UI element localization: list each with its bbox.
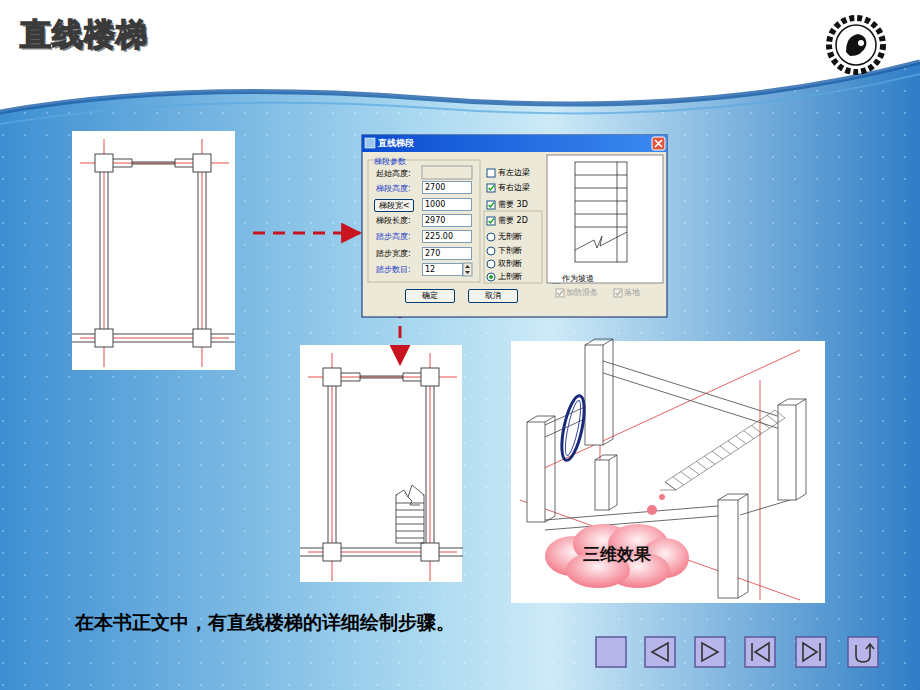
dialog-label: 双剖断 xyxy=(498,259,522,269)
callout-dot xyxy=(647,505,657,515)
input-field: 2700 xyxy=(422,181,472,194)
dialog-label: 踏步宽度: xyxy=(376,249,411,259)
dialog-label: 需要 3D xyxy=(498,200,528,210)
floor-plan xyxy=(300,353,463,581)
floor-plan xyxy=(72,139,235,367)
plan-image xyxy=(300,345,462,582)
input-field: 12 xyxy=(422,263,463,276)
dialog-label: 需要 2D xyxy=(498,216,528,226)
field-text: 12 xyxy=(425,265,435,275)
logo xyxy=(829,18,883,72)
input-field: 1000 xyxy=(422,198,472,211)
field-text: 2970 xyxy=(425,216,445,226)
field-text: 270 xyxy=(425,249,440,259)
dialog-label: 无剖断 xyxy=(498,232,522,242)
field-text: 225.00 xyxy=(425,232,453,242)
callout-cloud: 三维效果 xyxy=(543,518,691,590)
dialog-label: 下剖断 xyxy=(498,246,522,256)
input-field: 2970 xyxy=(422,214,472,227)
field-text: 确定 xyxy=(422,291,438,301)
dialog-label: 起始高度: xyxy=(376,169,411,179)
slide-title: 直线楼梯 xyxy=(20,14,148,56)
dialog-window: 梯段宽< 2700 1000 2970 225.00 270 12 确定 取消 直线梯段 xyxy=(362,135,667,317)
dialog-button: 确定 xyxy=(405,289,455,303)
dialog-label: 梯段参数 xyxy=(374,157,406,167)
dialog-label: 梯段长度: xyxy=(376,216,411,226)
dialog-label: 有右边梁 xyxy=(498,183,530,193)
field-text: 2700 xyxy=(425,183,445,193)
plan-image xyxy=(72,131,235,370)
dialog-label: 落地 xyxy=(624,288,640,298)
input-field: 270 xyxy=(422,247,472,260)
dialog-label: 踏步数目: xyxy=(376,265,411,275)
dialog-label: 加防滑条 xyxy=(566,288,598,298)
callout-dot xyxy=(659,494,665,500)
caption: 在本书正文中，有直线楼梯的详细绘制步骤。 xyxy=(75,610,455,636)
dialog-label: 梯段高度: xyxy=(376,184,411,194)
window-title: 直线梯段 xyxy=(378,138,414,149)
dialog-label: 踏步高度: xyxy=(376,232,411,242)
field-text: 梯段宽< xyxy=(379,201,410,211)
dialog-window xyxy=(362,135,667,317)
field-text: 取消 xyxy=(485,291,501,301)
dialog-button: 梯段宽< xyxy=(374,199,414,212)
view-3d-image xyxy=(511,341,825,603)
dialog-label: 有左边梁 xyxy=(498,168,530,178)
flow-arrow xyxy=(253,232,360,235)
wireframe-3d xyxy=(520,339,806,600)
field-text: 1000 xyxy=(425,200,445,210)
input-field: 225.00 xyxy=(422,230,472,243)
dialog-button: 取消 xyxy=(468,289,518,303)
dialog-label: 作为坡道 xyxy=(562,274,594,284)
nav-buttons xyxy=(596,637,878,667)
dialog-label: 上剖断 xyxy=(498,272,522,282)
callout-text: 三维效果 xyxy=(583,543,651,566)
